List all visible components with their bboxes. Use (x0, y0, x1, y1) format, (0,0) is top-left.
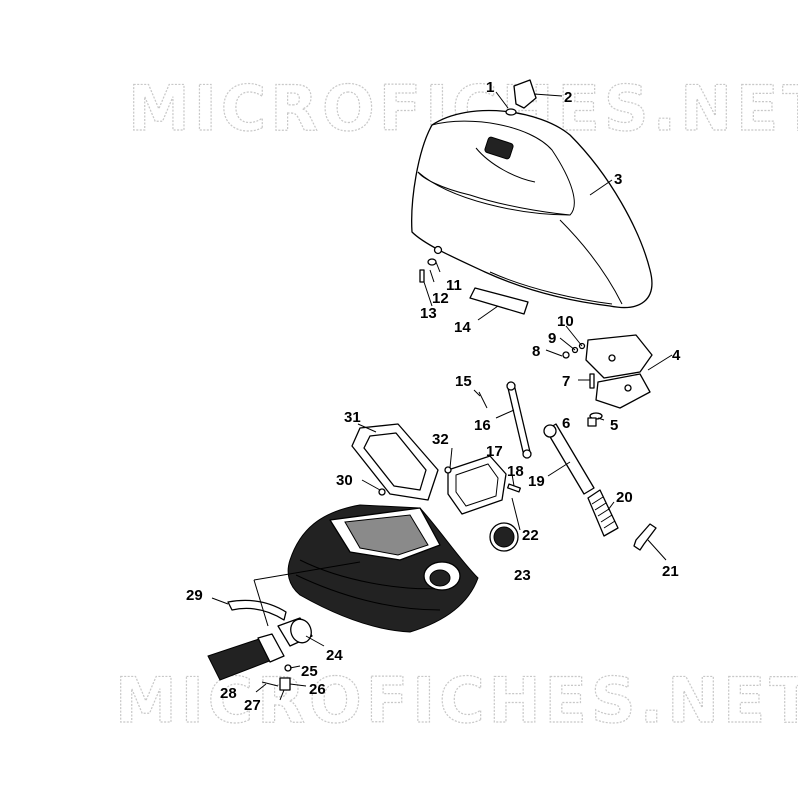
callout-4: 4 (672, 347, 681, 364)
callout-26: 26 (309, 681, 326, 698)
wing-bolt (633, 523, 657, 551)
callout-24: 24 (326, 647, 343, 664)
console-body (287, 504, 479, 633)
small-screws (378, 466, 521, 496)
fuel-cap (489, 522, 519, 552)
support-rod (478, 381, 532, 459)
callout-1: 1 (486, 79, 494, 96)
hood-strip (469, 287, 529, 315)
gas-strut (543, 423, 595, 495)
callout-19: 19 (528, 473, 545, 490)
bracket-hardware (562, 342, 603, 427)
grab-handle (227, 599, 287, 621)
console-seal-frame (351, 423, 439, 501)
callout-8: 8 (532, 343, 540, 360)
callout-3: 3 (614, 171, 622, 188)
callout-10: 10 (557, 313, 574, 330)
callout-29: 29 (186, 587, 203, 604)
callout-labels: 1 2 3 4 5 6 7 8 9 10 11 12 13 14 15 16 1… (186, 79, 681, 714)
callout-23: 23 (514, 567, 531, 584)
leader-lines (211, 91, 673, 701)
spring-boot (587, 489, 619, 537)
callout-11: 11 (446, 277, 462, 294)
callout-7: 7 (562, 373, 570, 390)
callout-12: 12 (432, 290, 449, 307)
callout-16: 16 (474, 417, 491, 434)
callout-32: 32 (432, 431, 449, 448)
callout-28: 28 (220, 685, 237, 702)
callout-21: 21 (662, 563, 679, 580)
hood-latch-parts (505, 79, 537, 116)
callout-17: 17 (486, 443, 503, 460)
callout-15: 15 (455, 373, 472, 390)
callout-22: 22 (522, 527, 539, 544)
callout-2: 2 (564, 89, 572, 106)
callout-31: 31 (344, 409, 361, 426)
mount-bracket (585, 334, 653, 409)
callout-20: 20 (616, 489, 633, 506)
access-plate (447, 455, 507, 515)
callout-5: 5 (610, 417, 618, 434)
callout-14: 14 (454, 319, 471, 336)
callout-9: 9 (548, 330, 556, 347)
callout-25: 25 (301, 663, 318, 680)
callout-30: 30 (336, 472, 353, 489)
callout-18: 18 (507, 463, 524, 480)
callout-13: 13 (420, 305, 437, 322)
callout-6: 6 (562, 415, 570, 432)
hood-cover (411, 109, 653, 309)
hood-mount-hardware (419, 245, 443, 283)
callout-27: 27 (244, 697, 261, 714)
filter-cartridge (207, 617, 313, 681)
